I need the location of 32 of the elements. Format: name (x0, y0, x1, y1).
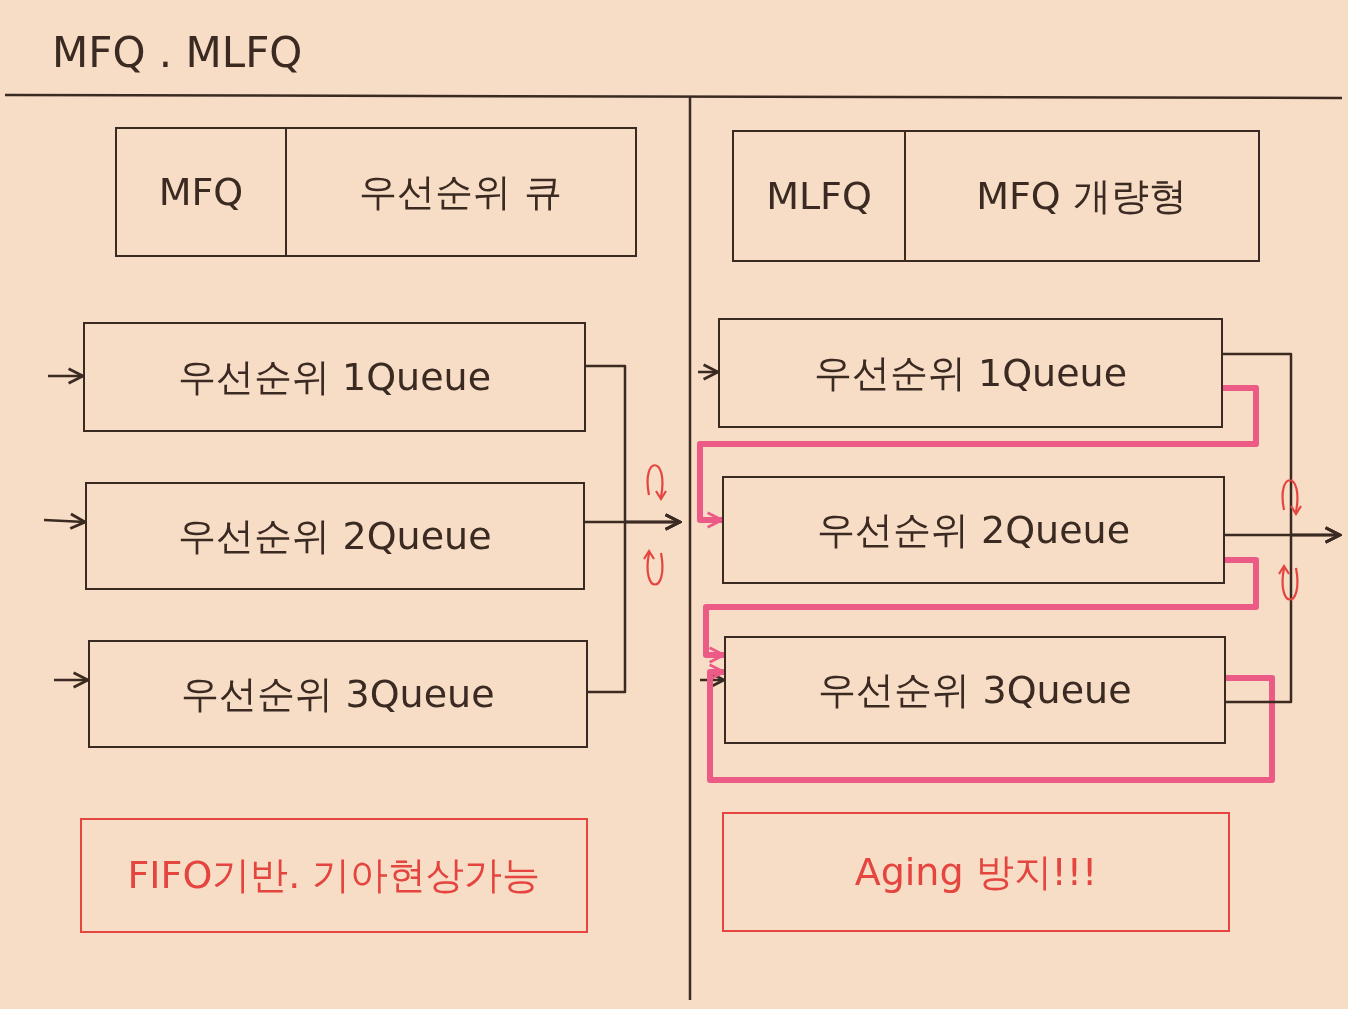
header-description: MFQ 개량형 (976, 172, 1187, 220)
header-description: 우선순위 큐 (359, 168, 562, 216)
note-box (80, 818, 588, 933)
arrow (54, 671, 90, 689)
note-text: Aging 방지!!! (854, 848, 1098, 896)
queue-box (88, 640, 588, 748)
queue-label: 우선순위 3Queue (818, 666, 1132, 714)
feedback-arrow (707, 663, 1275, 783)
queue-label: 우선순위 1Queue (177, 353, 492, 401)
header-table (115, 127, 637, 257)
arrow (698, 363, 720, 381)
note-box (722, 812, 1230, 932)
queue-label: 우선순위 2Queue (178, 512, 492, 560)
queue-label: 우선순위 3Queue (181, 670, 495, 718)
arrow (48, 367, 85, 385)
queue-box (85, 482, 585, 590)
queue-box (83, 322, 586, 432)
queue-label: 우선순위 2Queue (816, 506, 1131, 554)
queue-box (724, 636, 1226, 744)
arrow (1226, 526, 1342, 704)
arrow (43, 512, 87, 530)
queue-box (722, 476, 1225, 584)
header-term: MFQ (158, 170, 244, 214)
feedback-arrow (703, 557, 1259, 664)
queue-label: 우선순위 1Queue (813, 349, 1128, 397)
header-table (732, 130, 1260, 262)
note-text: FIFO기반. 기아현상가능 (127, 852, 541, 899)
arrow (588, 513, 682, 694)
page-title: MFQ . MLFQ (52, 28, 303, 77)
header-term: MLFQ (766, 174, 872, 218)
queue-box (718, 318, 1223, 428)
feedback-arrow (697, 385, 1259, 529)
